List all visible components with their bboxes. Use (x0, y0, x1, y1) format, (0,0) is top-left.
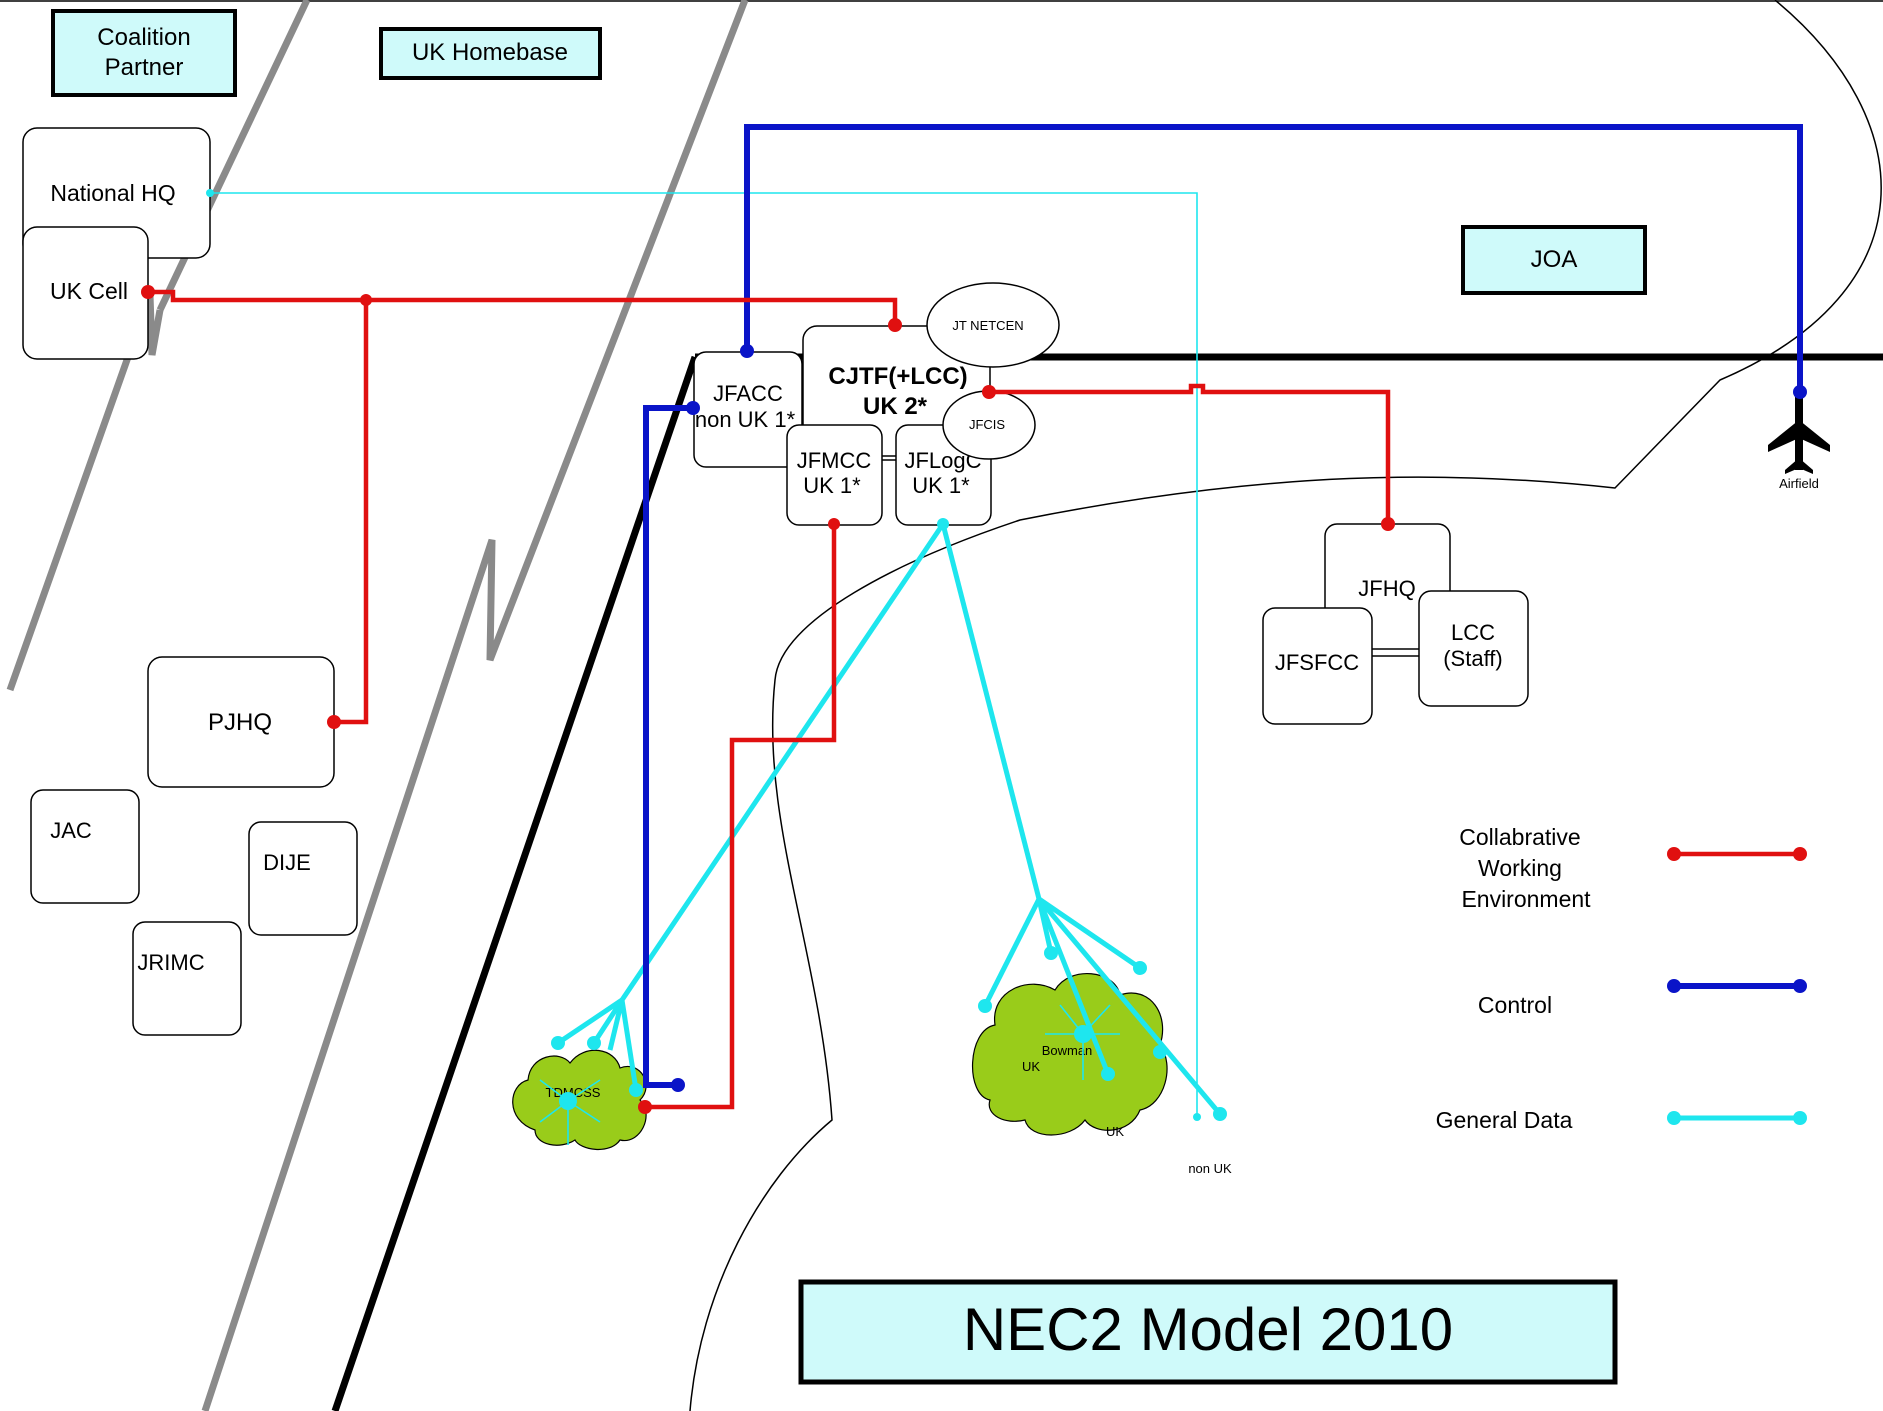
coastline (689, 0, 1882, 1411)
legend-collab-line1: Collabrative (1459, 824, 1580, 850)
title-box: NEC2 Model 2010 (798, 1279, 1618, 1385)
boundary-joa-diagonal (331, 355, 699, 1411)
legend-item-control: Control (1478, 979, 1807, 1018)
link-jfmcc-tdmcss (645, 524, 837, 1110)
node-jfacc: JFACC non UK 1* (693, 351, 803, 468)
bowman-uk-right-label: UK (1106, 1124, 1124, 1139)
links-collaborative (141, 285, 1395, 1114)
link-nationalhq-nonuk (210, 192, 1198, 1117)
page-title: NEC2 Model 2010 (963, 1296, 1453, 1363)
jflogc-line2: UK 1* (912, 473, 970, 498)
coalition-partner-line1: Coalition (97, 24, 190, 51)
network-bowman: Bowman UK UK (971, 973, 1168, 1139)
boundary-coalition-break (6, 293, 164, 692)
tdmcss-cloud (512, 1049, 647, 1150)
uk-homebase-label: UK Homebase (412, 39, 568, 66)
node-pjhq: PJHQ (147, 656, 335, 788)
jt-netcen-label: JT NETCEN (952, 318, 1023, 333)
link-jfacc-airfield (744, 124, 1803, 392)
lcc-staff-line2: (Staff) (1443, 646, 1503, 671)
coalition-partner-line2: Partner (105, 54, 184, 81)
joa-label: JOA (1531, 246, 1578, 273)
jrimc-label: JRIMC (137, 950, 204, 975)
legend-general-data-label: General Data (1436, 1107, 1573, 1133)
zone-uk-homebase: UK Homebase (379, 27, 602, 80)
cjtf-line1: CJTF(+LCC) (828, 363, 967, 390)
node-jrimc: JRIMC (132, 921, 242, 1036)
node-jfmcc: JFMCC UK 1* (786, 424, 883, 526)
jfcis-label: JFCIS (969, 417, 1005, 432)
links-general-data (206, 189, 1227, 1145)
national-hq-label: National HQ (50, 180, 175, 206)
legend-item-general-data: General Data (1436, 1107, 1807, 1133)
airfield-icon: Airfield (1768, 395, 1830, 491)
bowman-cloud (971, 973, 1168, 1136)
jac-label: JAC (50, 818, 92, 843)
pjhq-label: PJHQ (208, 709, 272, 736)
node-lcc-staff: LCC (Staff) (1418, 590, 1529, 707)
jfacc-line1: JFACC (713, 381, 783, 406)
bowman-branches (978, 896, 1227, 1121)
boundary-homebase (201, 0, 749, 1411)
link-jflogc-bowman (940, 523, 1042, 900)
links-control (643, 124, 1807, 1092)
uk-cell-label: UK Cell (50, 278, 128, 304)
link-jfacc-tdmcss (643, 405, 693, 1088)
cjtf-line2: UK 2* (863, 393, 928, 420)
jfmcc-line2: UK 1* (803, 473, 861, 498)
bowman-label: Bowman (1042, 1043, 1093, 1058)
legend-collab-line2: Working (1478, 855, 1562, 881)
bowman-uk-left-label: UK (1022, 1059, 1040, 1074)
node-jfcis: JFCIS (942, 390, 1036, 460)
node-jfsfcc: JFSFCC (1262, 607, 1373, 725)
link-cjtf-jfhq (989, 383, 1391, 524)
zone-joa: JOA (1461, 225, 1647, 295)
node-dije: DIJE (248, 821, 358, 936)
node-uk-cell: UK Cell (22, 226, 149, 360)
node-jac: JAC (30, 789, 140, 904)
legend-control-label: Control (1478, 992, 1552, 1018)
link-ukcell-pjhq (334, 300, 369, 725)
airfield-label: Airfield (1779, 476, 1819, 491)
legend: Collabrative Working Environment Control… (1436, 824, 1807, 1133)
legend-item-collab: Collabrative Working Environment (1459, 824, 1807, 912)
dije-label: DIJE (263, 850, 311, 875)
zone-coalition-partner: Coalition Partner (51, 9, 237, 97)
jfacc-line2: non UK 1* (695, 407, 796, 432)
tdmcss-branches (539, 997, 643, 1145)
jfmcc-line1: JFMCC (797, 448, 872, 473)
jfsfcc-label: JFSFCC (1275, 650, 1359, 675)
legend-collab-line3: Environment (1461, 886, 1591, 912)
lcc-staff-line1: LCC (1451, 620, 1495, 645)
link-ukcell-cjtf (148, 289, 898, 325)
non-uk-label: non UK (1188, 1161, 1232, 1176)
jfhq-label: JFHQ (1358, 576, 1415, 601)
node-jt-netcen: JT NETCEN (926, 282, 1060, 368)
network-tdmcss: TDMCSS (512, 1049, 647, 1150)
link-jflogc-tdmcss (619, 522, 946, 1002)
